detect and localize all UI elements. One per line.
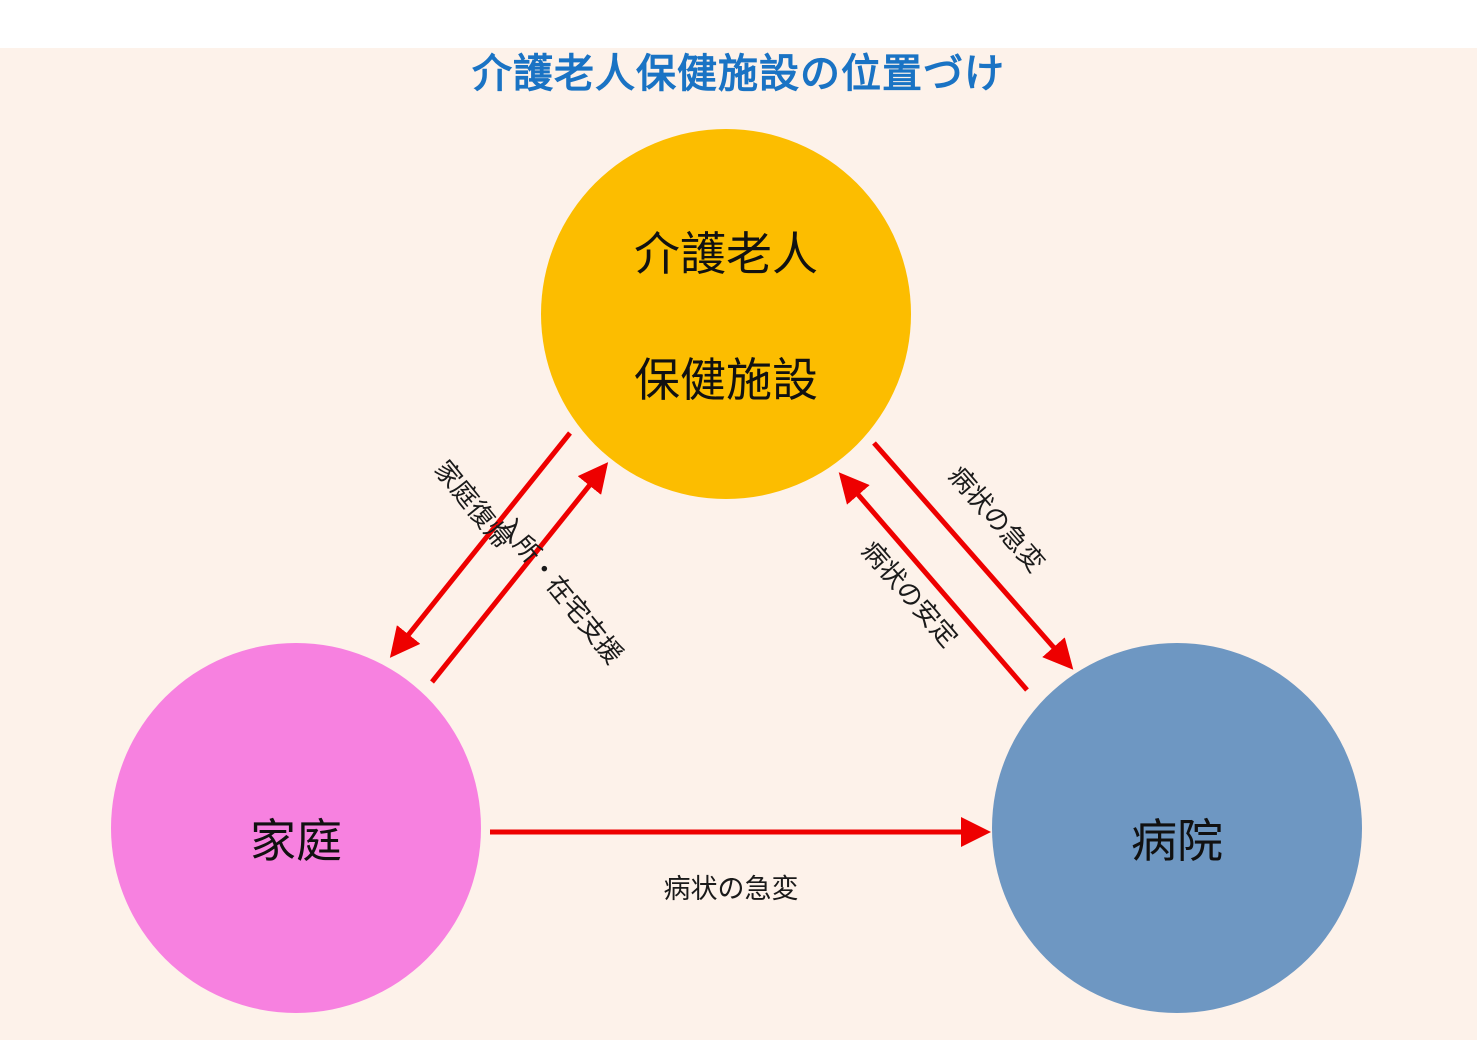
facility-label-line2: 保健施設 xyxy=(634,353,818,407)
arrow-hospital-to-facility xyxy=(838,472,1029,692)
edge-label-home-hospital: 病状の急変 xyxy=(664,874,799,905)
arrow-facility-to-hospital xyxy=(872,441,1074,670)
page-title: 介護老人保健施設の位置づけ xyxy=(472,51,1005,97)
edge-label-facility-hospital: 病状の急変 xyxy=(942,461,1050,579)
home-label: 家庭 xyxy=(250,814,342,868)
hospital-label: 病院 xyxy=(1131,814,1223,868)
facility-node xyxy=(541,129,911,499)
hospital-node xyxy=(992,643,1362,1013)
edge-label-admission-support: 入所・在宅支援 xyxy=(490,510,628,670)
arrow-facility-to-home xyxy=(389,431,572,658)
facility-label-line1: 介護老人 xyxy=(634,227,818,281)
arrow-home-to-facility xyxy=(430,462,609,684)
home-node xyxy=(111,643,481,1013)
